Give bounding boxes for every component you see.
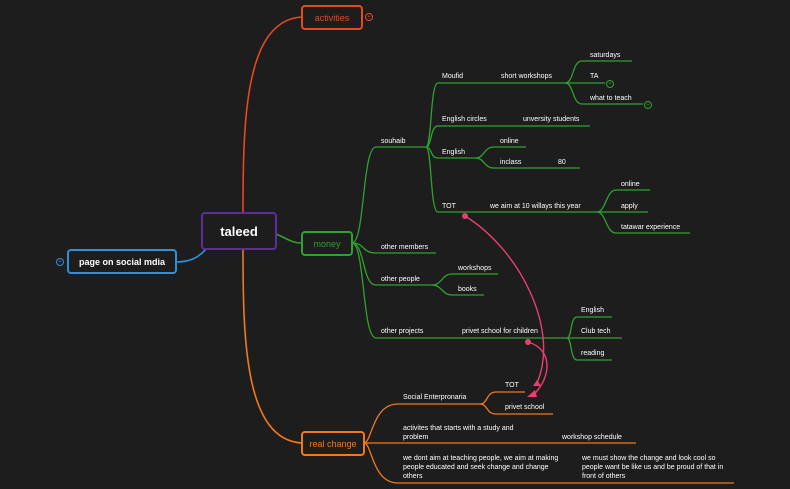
topic-inclass[interactable]: inclass	[500, 159, 522, 166]
topic-aim-teaching[interactable]: we dont aim at teaching people, we aim a…	[403, 455, 559, 480]
branch-social-media-label: page on social mdia	[78, 256, 166, 267]
topic-saturdays[interactable]: saturdays	[590, 52, 621, 59]
branch-social-media[interactable]: page on social mdia	[67, 249, 177, 274]
central-topic-label: taleed	[220, 223, 258, 239]
central-topic[interactable]: taleed	[201, 212, 277, 250]
money-connectors	[351, 60, 690, 361]
branch-money[interactable]: money	[301, 231, 353, 256]
real-change-connectors	[363, 391, 734, 484]
topic-reading[interactable]: reading	[581, 350, 605, 357]
topic-privet-school-children[interactable]: privet school for children	[462, 328, 538, 335]
topic-university-students[interactable]: unversity students	[523, 116, 580, 123]
topic-apply[interactable]: apply	[621, 203, 638, 210]
topic-souhaib[interactable]: souhaib	[381, 138, 406, 145]
plus-circle-icon[interactable]: +	[56, 258, 64, 266]
branch-activities-label: activities	[314, 12, 350, 23]
branch-activities[interactable]: activities	[301, 5, 363, 30]
branch-real-change-label: real change	[309, 438, 357, 449]
topic-tot-aim[interactable]: we aim at 10 willays this year	[490, 203, 581, 210]
topic-online[interactable]: online	[500, 138, 519, 145]
plus-circle-icon[interactable]: +	[365, 13, 373, 21]
topic-club-tech[interactable]: Club tech	[581, 328, 611, 335]
topic-english-circles[interactable]: English circles	[442, 116, 487, 123]
topic-workshop-schedule[interactable]: workshop schedule	[562, 434, 622, 441]
connector-activities	[242, 16, 303, 213]
topic-rc-privet-school[interactable]: privet school	[505, 404, 545, 411]
topic-activities-study[interactable]: activites that starts with a study and p…	[403, 425, 514, 441]
topic-what-to-teach[interactable]: what to teach	[590, 95, 632, 102]
topic-books[interactable]: books	[458, 286, 477, 293]
topic-tot-online[interactable]: online	[621, 181, 640, 188]
topic-tot[interactable]: TOT	[442, 203, 456, 210]
topic-rc-tot[interactable]: TOT	[505, 382, 519, 389]
topic-project-english[interactable]: English	[581, 307, 604, 314]
topic-english[interactable]: English	[442, 149, 465, 156]
topic-other-members[interactable]: other members	[381, 244, 429, 251]
topic-other-people[interactable]: other people	[381, 276, 420, 283]
topic-tatawar[interactable]: tatawar experience	[621, 224, 681, 231]
relationship-arrows	[462, 213, 548, 397]
branch-money-label: money	[313, 238, 341, 249]
topic-social-enterprise[interactable]: Social Enterpronaria	[403, 394, 467, 401]
topic-other-projects[interactable]: other projects	[381, 328, 424, 335]
connector-money	[275, 233, 303, 244]
topic-ta[interactable]: TA	[590, 73, 599, 80]
topic-moufid[interactable]: Moufid	[442, 73, 464, 80]
topic-short-workshops[interactable]: short workshops	[501, 73, 552, 80]
connector-real-change	[242, 249, 303, 444]
plus-circle-icon[interactable]: +	[644, 101, 652, 109]
branch-real-change[interactable]: real change	[301, 431, 365, 456]
topic-inclass-count[interactable]: 80	[558, 159, 566, 166]
topic-show-change[interactable]: we must show the change and look cool so…	[582, 455, 724, 480]
topic-workshops[interactable]: workshops	[458, 265, 492, 272]
plus-circle-icon[interactable]: +	[606, 80, 614, 88]
